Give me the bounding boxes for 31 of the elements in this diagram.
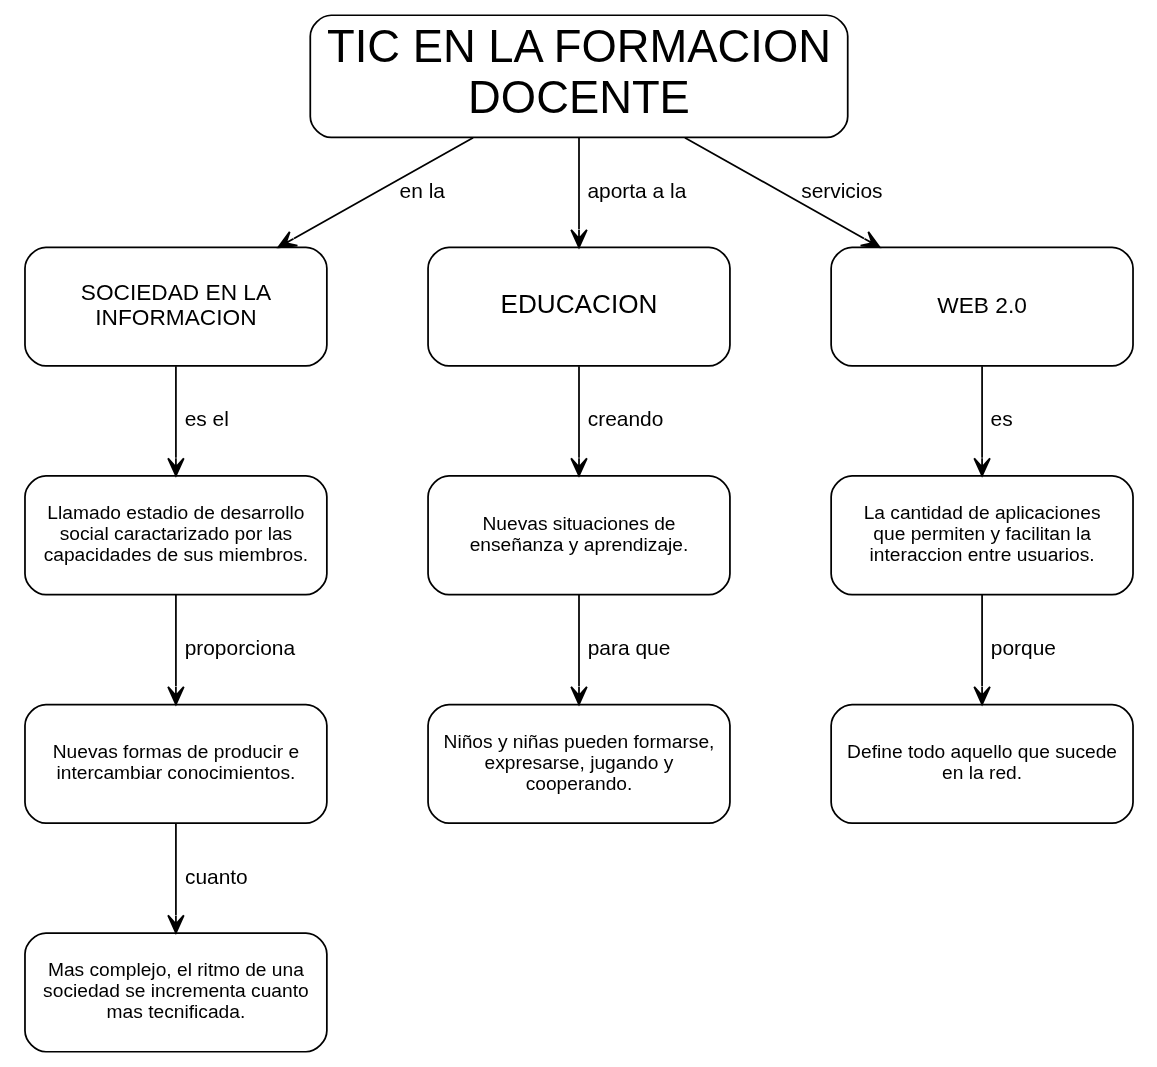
edge-label: creando bbox=[587, 407, 663, 431]
node-box: Nuevas situaciones de enseñanza y aprendizaje. bbox=[426, 475, 731, 596]
node-box: Mas complejo, el ritmo de una sociedad se incrementa cuanto mas tecnificada. bbox=[23, 932, 328, 1053]
arrow bbox=[569, 365, 588, 477]
arrow bbox=[166, 365, 185, 477]
arrow bbox=[972, 594, 991, 706]
arrow bbox=[569, 594, 588, 706]
node-box: Nuevas formas de producir e intercambiar conocimientos. bbox=[23, 703, 328, 825]
node-box: SOCIEDAD EN LA INFORMACION bbox=[23, 246, 328, 367]
edge-label: servicios bbox=[800, 178, 883, 202]
edge-label: es el bbox=[184, 407, 229, 431]
arrow bbox=[166, 822, 185, 934]
node-box: La cantidad de aplicaciones que permiten y facilitan la interaccion entre usuarios. bbox=[829, 475, 1134, 596]
arrow bbox=[166, 594, 185, 706]
edge-label: para que bbox=[587, 635, 670, 659]
arrow bbox=[276, 136, 474, 249]
edge-label: aporta a la bbox=[586, 178, 686, 202]
edge-label: porque bbox=[990, 635, 1056, 659]
edge-label: es bbox=[990, 407, 1013, 431]
arrow bbox=[972, 365, 991, 477]
node-box: EDUCACION bbox=[426, 246, 731, 367]
node-box: Llamado estadio de desarrollo social caractarizado por las capacidades de sus miembros. bbox=[23, 475, 328, 596]
node-box: WEB 2.0 bbox=[829, 246, 1134, 367]
node-box: Niños y niñas pueden formarse, expresarse, jugando y cooperando. bbox=[426, 703, 731, 825]
arrow bbox=[683, 136, 881, 249]
node-box: Define todo aquello que sucede en la red. bbox=[829, 703, 1134, 825]
node-box: TIC EN LA FORMACION DOCENTE bbox=[308, 14, 849, 139]
arrow bbox=[569, 136, 588, 249]
edge-label: en la bbox=[399, 178, 445, 202]
edge-label: cuanto bbox=[184, 864, 248, 888]
edge-label: proporciona bbox=[184, 635, 295, 659]
